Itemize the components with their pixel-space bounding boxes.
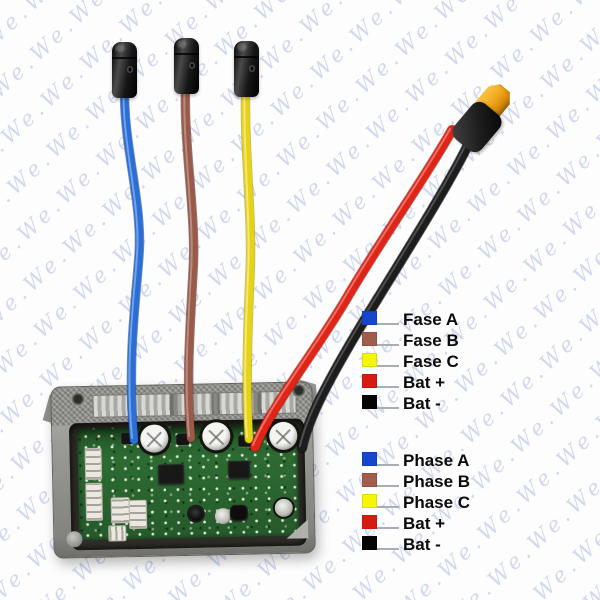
legend-item: Fase C bbox=[362, 352, 459, 371]
color-swatch bbox=[362, 494, 377, 508]
legend-phase: Phase A Phase B Phase C Bat + Bat - bbox=[362, 451, 471, 554]
phase-c-wire bbox=[240, 73, 256, 444]
legend-label: Bat + bbox=[403, 373, 446, 392]
legend-item: Bat + bbox=[362, 514, 470, 533]
legend-item: Bat + bbox=[362, 373, 459, 392]
color-swatch bbox=[362, 332, 377, 346]
legend-label: Bat - bbox=[403, 394, 441, 413]
color-swatch bbox=[362, 473, 377, 487]
color-swatch bbox=[362, 515, 377, 529]
legend-label: Fase C bbox=[403, 352, 459, 371]
leader-line bbox=[377, 386, 399, 388]
legend-label: Phase B bbox=[403, 472, 471, 491]
legend-label: Bat + bbox=[403, 514, 446, 533]
leader-line bbox=[377, 506, 399, 508]
bullet-connector-phase-a bbox=[112, 42, 137, 98]
color-swatch bbox=[362, 374, 377, 388]
legend-label: Bat - bbox=[403, 535, 441, 554]
color-swatch bbox=[362, 353, 377, 367]
bullet-connector-phase-c bbox=[234, 41, 259, 97]
bullet-connector-phase-b bbox=[174, 38, 199, 94]
legend-item: Phase C bbox=[362, 493, 471, 512]
legend-label: Fase B bbox=[403, 331, 459, 350]
leader-line bbox=[377, 548, 399, 550]
legend-item: Phase B bbox=[362, 472, 471, 491]
leader-line bbox=[377, 344, 399, 346]
legend-item: Fase A bbox=[362, 310, 459, 329]
bat-minus-wire bbox=[296, 141, 473, 454]
leader-line bbox=[377, 365, 399, 367]
legend-item: Fase B bbox=[362, 331, 459, 350]
color-swatch bbox=[362, 536, 377, 550]
legend-label: Fase A bbox=[403, 310, 459, 329]
phase-b-wire bbox=[180, 71, 199, 443]
leader-line bbox=[377, 485, 399, 487]
legend-label: Phase C bbox=[403, 493, 471, 512]
color-swatch bbox=[362, 452, 377, 466]
color-swatch bbox=[362, 395, 377, 409]
phase-a-wire bbox=[119, 73, 145, 445]
legend-item: Bat - bbox=[362, 394, 459, 413]
leader-line bbox=[377, 527, 399, 529]
legend-label: Phase A bbox=[403, 451, 470, 470]
legend-item: Bat - bbox=[362, 535, 470, 554]
leader-line bbox=[377, 407, 399, 409]
leader-line bbox=[377, 323, 399, 325]
color-swatch bbox=[362, 311, 377, 325]
legend-item: Phase A bbox=[362, 451, 470, 470]
bat-plus-wire bbox=[249, 124, 458, 453]
legend-fase: Fase A Fase B Fase C Bat + Bat - bbox=[362, 310, 459, 413]
leader-line bbox=[377, 464, 399, 466]
